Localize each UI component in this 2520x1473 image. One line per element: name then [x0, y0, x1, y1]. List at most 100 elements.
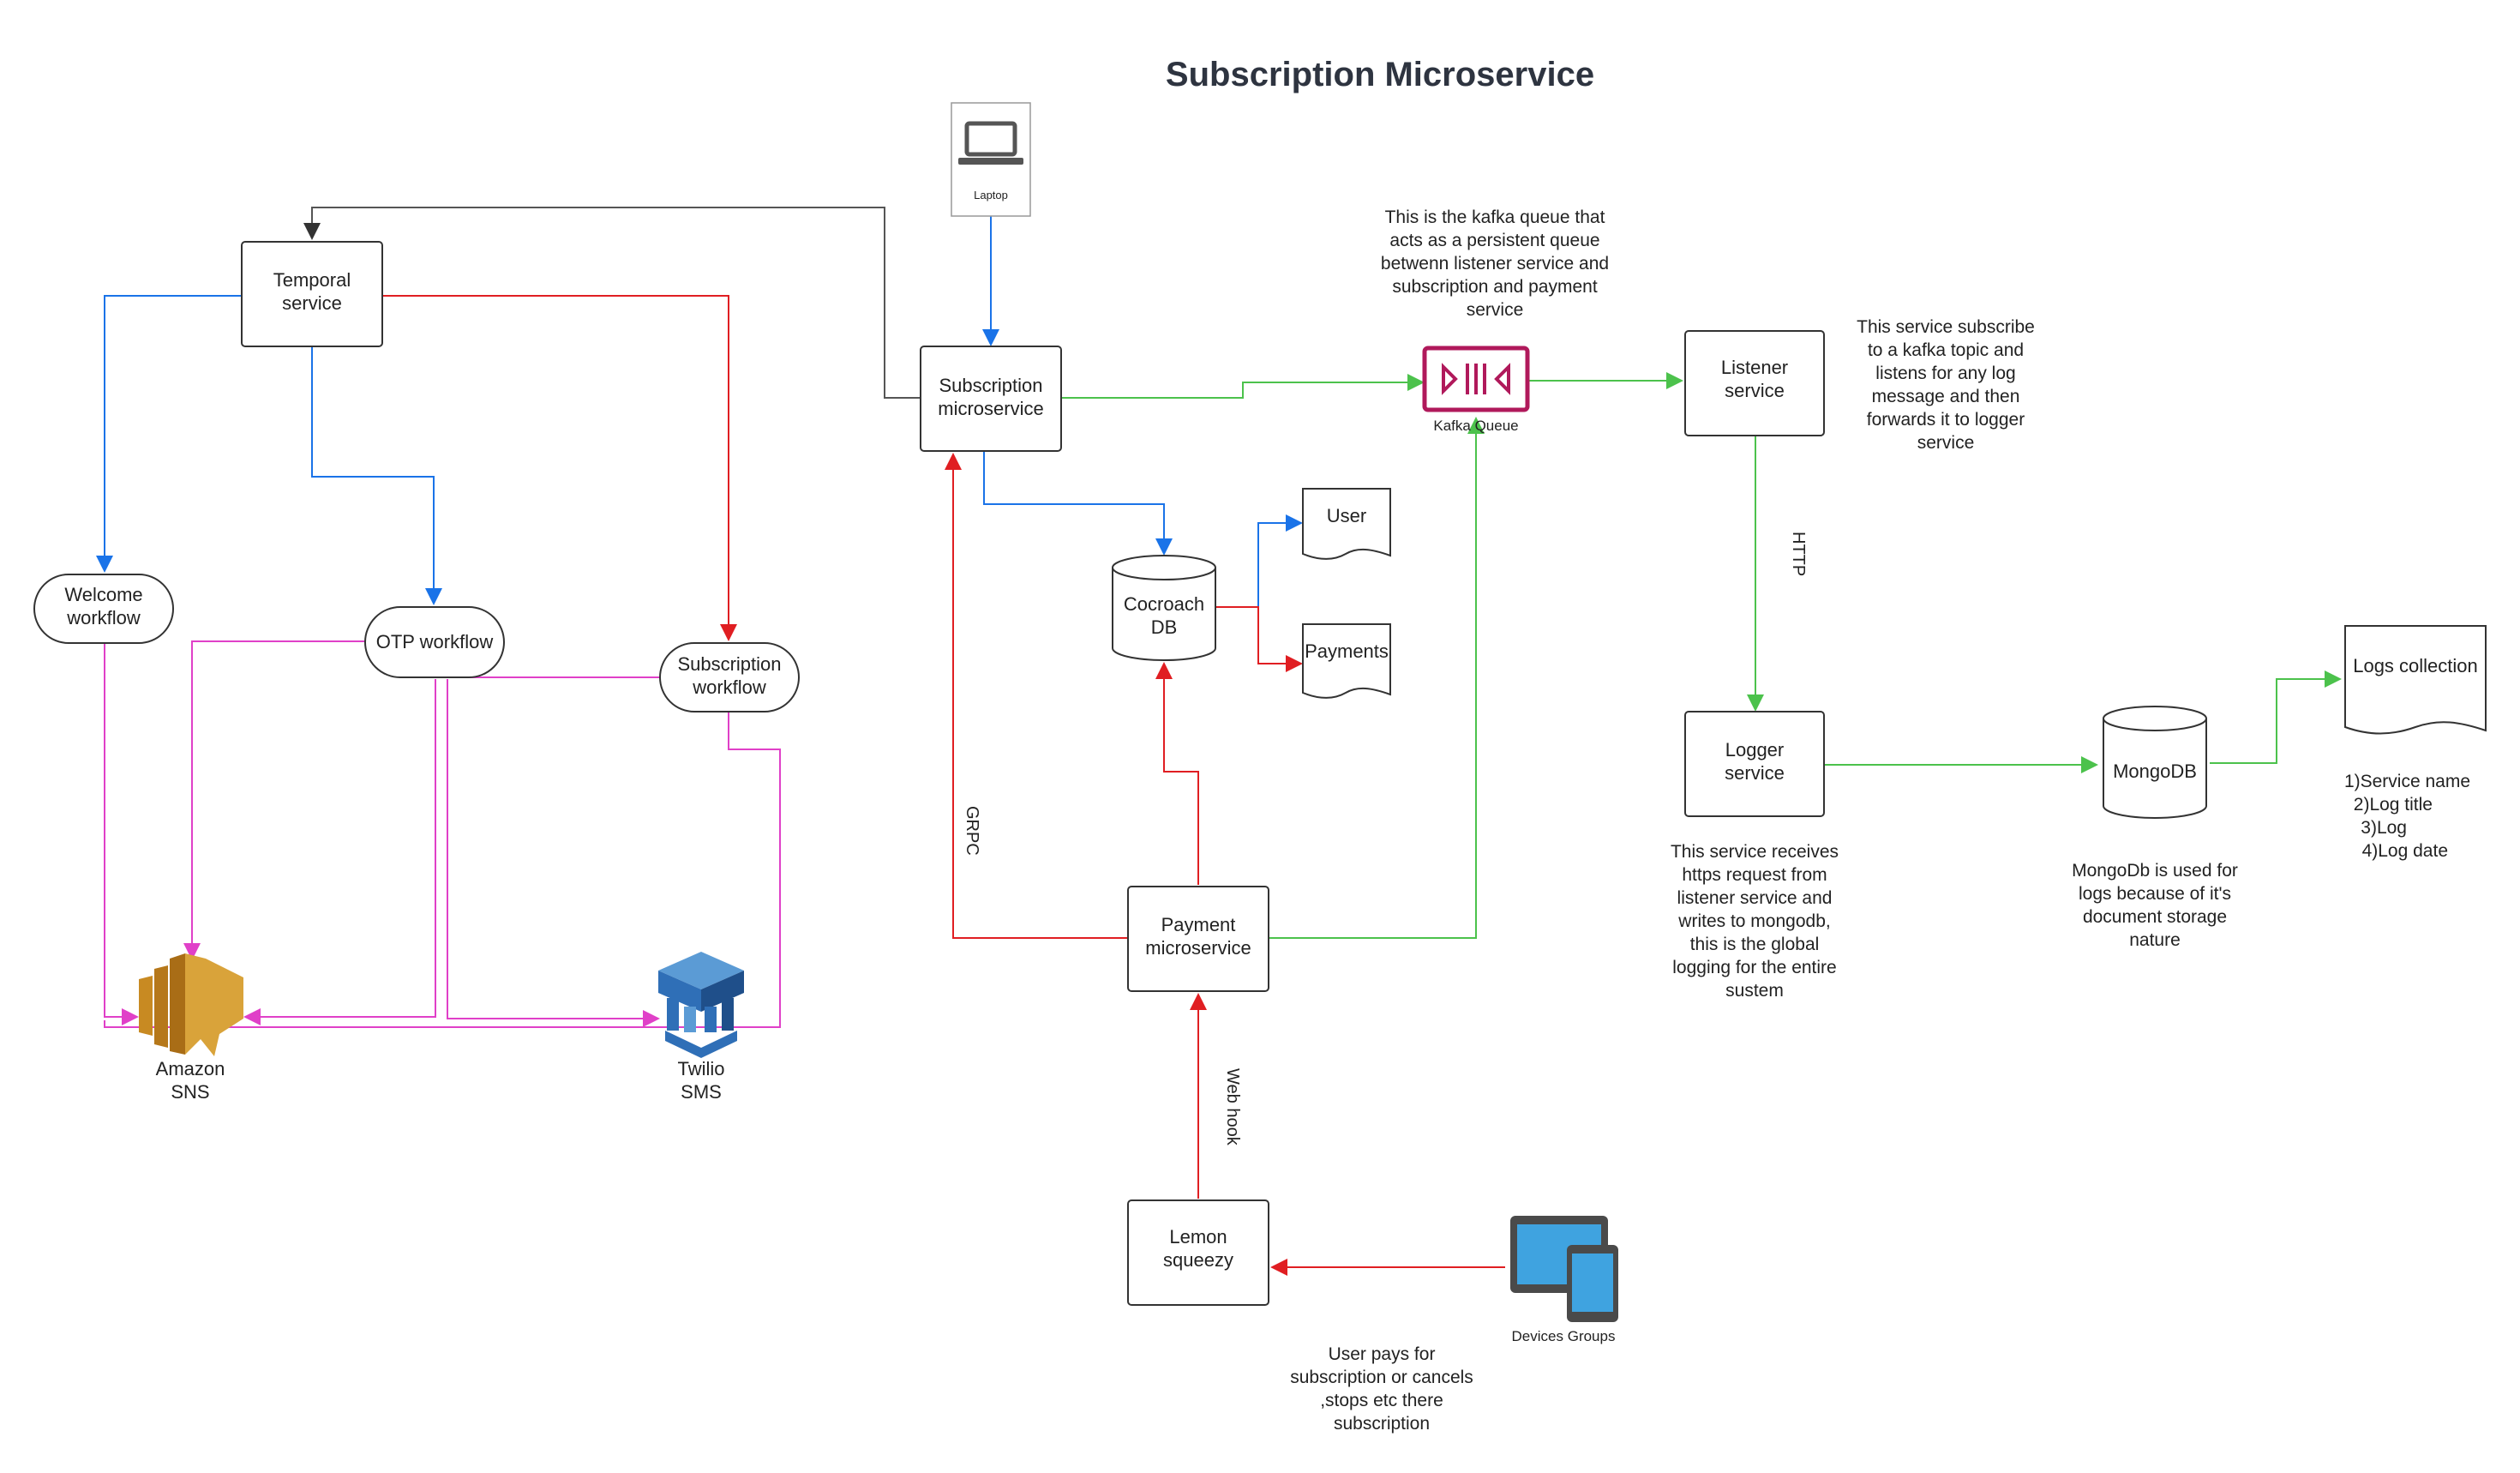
listener-service-node[interactable]: Listener service: [1684, 330, 1825, 436]
edge-welcome-to-sns: [104, 643, 139, 1025]
user-document-node[interactable]: User: [1302, 488, 1391, 560]
devices-group-node[interactable]: Devices Groups: [1510, 1216, 1618, 1344]
payment-microservice-node[interactable]: Payment microservice: [1127, 886, 1269, 992]
listener-label-2: service: [1725, 380, 1785, 401]
logs-field-line: 1)Service name: [2344, 772, 2470, 791]
twilio-sms-node[interactable]: Twilio SMS: [658, 952, 744, 1103]
logs-collection-node[interactable]: Logs collection: [2344, 625, 2487, 735]
kafka-note: This is the kafka queue that acts as a p…: [1381, 207, 1609, 320]
edge-temporal-to-otp: [311, 346, 442, 605]
kafka-label: Kafka Queue: [1433, 418, 1518, 434]
kafka-note-line: service: [1467, 300, 1524, 320]
logger-note-line: sustem: [1725, 981, 1784, 1001]
subscription-microservice-node[interactable]: Subscription microservice: [920, 346, 1062, 452]
logs-collection-label: Logs collection: [2353, 655, 2478, 676]
payments-document-node[interactable]: Payments: [1302, 623, 1391, 699]
edge-payment-to-cockroach: [1155, 662, 1199, 885]
kafka-note-line: subscription and payment: [1392, 277, 1597, 297]
edge-temporal-to-subwf: [382, 295, 737, 641]
subwf-label-1: Subscription: [677, 653, 781, 675]
lemon-label-1: Lemon: [1169, 1226, 1227, 1248]
payments-doc-label: Payments: [1305, 640, 1389, 662]
devices-note-line: ,stops etc there: [1320, 1391, 1443, 1410]
sns-label-1: Amazon: [156, 1058, 225, 1079]
payment-ms-label-1: Payment: [1161, 914, 1236, 935]
logger-note: This service receives https request from…: [1671, 842, 1839, 1001]
grpc-label: GRPC: [963, 806, 981, 856]
logger-note-line: this is the global: [1690, 935, 1820, 954]
diagram-title: Subscription Microservice: [1166, 56, 1594, 93]
edge-mongodb-to-logs: [2210, 670, 2342, 764]
logs-field-line: 4)Log date: [2362, 841, 2448, 861]
payment-ms-label-2: microservice: [1145, 937, 1251, 959]
amazon-sns-icon: [139, 953, 243, 1056]
logger-label-1: Logger: [1725, 739, 1785, 761]
devices-label: Devices Groups: [1512, 1328, 1616, 1344]
logger-note-line: https request from: [1682, 865, 1827, 885]
welcome-label-1: Welcome: [64, 584, 142, 605]
twilio-sms-icon: [658, 952, 744, 1058]
subscription-ms-label-2: microservice: [938, 398, 1043, 419]
cockroach-db-node[interactable]: Cocroach DB: [1112, 555, 1216, 661]
edge-cockroach-to-user: [1214, 514, 1303, 608]
logger-note-line: logging for the entire: [1672, 958, 1836, 977]
logs-field-line: 3)Log: [2361, 818, 2407, 838]
edge-subscription-to-kafka: [1061, 374, 1425, 399]
mongodb-label: MongoDB: [2113, 761, 2197, 782]
subscription-workflow-node[interactable]: Subscription workflow: [659, 642, 800, 712]
laptop-icon: [958, 121, 1023, 165]
mongodb-node[interactable]: MongoDB: [2103, 706, 2207, 819]
kafka-note-line: betwenn listener service and: [1381, 254, 1609, 274]
mongodb-note-line: MongoDb is used for: [2072, 861, 2238, 881]
edge-subscription-to-temporal: [303, 207, 921, 399]
temporal-label-1: Temporal: [273, 269, 351, 291]
subwf-label-2: workflow: [692, 676, 766, 698]
cockroach-label-1: Cocroach: [1124, 593, 1204, 615]
cockroach-label-2: DB: [1151, 616, 1178, 638]
amazon-sns-node[interactable]: Amazon SNS: [139, 953, 243, 1103]
mongodb-note-line: logs because of it's: [2079, 884, 2231, 904]
logger-label-2: service: [1725, 762, 1785, 784]
mongodb-note-line: document storage: [2083, 907, 2227, 927]
listener-note-line: listens for any log: [1875, 364, 2015, 383]
logger-service-node[interactable]: Logger service: [1684, 711, 1825, 817]
listener-note-line: to a kafka topic and: [1868, 340, 2024, 360]
devices-note: User pays for subscription or cancels ,s…: [1290, 1344, 1473, 1434]
laptop-node[interactable]: Laptop: [951, 102, 1031, 217]
kafka-note-line: acts as a persistent queue: [1389, 231, 1599, 250]
edge-subwf-to-twilio: [104, 712, 781, 1028]
listener-label-1: Listener: [1721, 357, 1788, 378]
edge-temporal-to-welcome: [96, 295, 242, 573]
listener-note-line: service: [1917, 433, 1975, 453]
logger-note-line: writes to mongodb,: [1677, 911, 1830, 931]
devices-note-line: User pays for: [1329, 1344, 1436, 1364]
lemon-label-2: squeezy: [1163, 1249, 1233, 1271]
listener-note-line: forwards it to logger: [1867, 410, 2025, 430]
welcome-label-2: workflow: [66, 607, 141, 628]
temporal-service-node[interactable]: Temporal service: [241, 241, 383, 347]
kafka-queue-node[interactable]: Kafka Queue: [1422, 346, 1530, 434]
edge-otp-to-sns: [183, 640, 365, 960]
edge-subscription-to-cockroach: [983, 451, 1173, 556]
welcome-workflow-node[interactable]: Welcome workflow: [33, 574, 174, 644]
edge-otp-to-twilio: [447, 679, 660, 1027]
user-doc-label: User: [1327, 505, 1366, 526]
otp-workflow-node[interactable]: OTP workflow: [364, 606, 505, 678]
edge-otp-to-sns-2: [243, 679, 436, 1025]
sns-label-2: SNS: [171, 1081, 209, 1103]
kafka-note-line: This is the kafka queue that: [1385, 207, 1605, 227]
connectors: [96, 207, 2342, 1276]
devices-icon: [1510, 1216, 1618, 1322]
mongodb-note-line: nature: [2129, 930, 2181, 950]
logs-fields-note: 1)Service name 2)Log title 3)Log 4)Log d…: [2344, 772, 2470, 861]
twilio-label-1: Twilio: [677, 1058, 724, 1079]
subscription-ms-label-1: Subscription: [939, 375, 1042, 396]
twilio-label-2: SMS: [681, 1081, 722, 1103]
logs-field-line: 2)Log title: [2354, 795, 2433, 815]
otp-label: OTP workflow: [376, 631, 494, 652]
laptop-label: Laptop: [974, 189, 1008, 201]
webhook-label: Web hook: [1223, 1068, 1242, 1146]
lemon-squeezy-node[interactable]: Lemon squeezy: [1127, 1199, 1269, 1306]
edge-cockroach-to-payments: [1214, 606, 1303, 672]
